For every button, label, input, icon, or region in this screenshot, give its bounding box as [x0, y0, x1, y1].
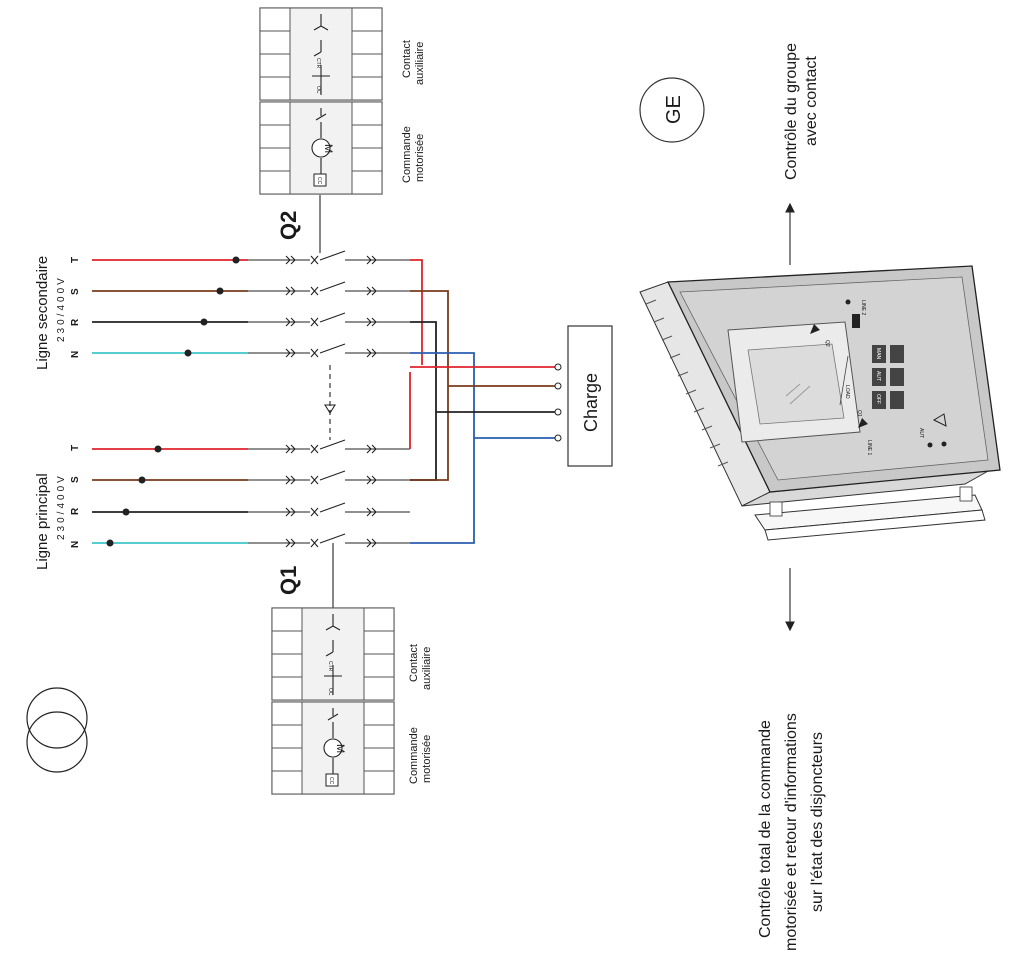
controle-groupe-text: Contrôle du groupe avec contact [783, 43, 820, 180]
svg-text:AUT: AUT [918, 428, 924, 438]
svg-text:CC: CC [316, 177, 322, 185]
svg-text:M: M [322, 144, 334, 153]
phase-r-q1: R [70, 507, 81, 515]
svg-text:MAN: MAN [875, 348, 881, 360]
ligne-principal-voltage: 230/400V [56, 473, 67, 540]
svg-text:Contrôle du groupe: Contrôle du groupe [783, 43, 800, 180]
svg-text:motorisée et retour d'informat: motorisée et retour d'informations [783, 713, 800, 951]
lines-secondaire [92, 256, 248, 357]
svg-text:Contrôle total de la commande: Contrôle total de la commande [757, 720, 774, 938]
q1-modules: CTR OC M CC [271, 607, 395, 795]
load-busbars [409, 259, 556, 544]
q1-module-labels: Contact auxiliaire Commande motorisée [408, 644, 433, 784]
phase-n-q2: N [70, 351, 81, 358]
svg-text:sur l'état des disjoncteurs: sur l'état des disjoncteurs [809, 732, 826, 912]
svg-text:CTR: CTR [327, 661, 333, 672]
svg-text:Contact: Contact [401, 40, 413, 78]
phase-n-q1: N [70, 541, 81, 548]
svg-text:LINE 1: LINE 1 [866, 440, 872, 456]
phase-s-q2: S [70, 288, 81, 295]
charge-label: Charge [581, 373, 601, 432]
phase-r-q2: R [70, 318, 81, 326]
svg-text:CC: CC [328, 777, 334, 785]
control-arrows [785, 202, 795, 632]
transformer-symbol [26, 687, 88, 773]
svg-text:motorisée: motorisée [414, 134, 426, 182]
svg-text:Commande: Commande [401, 126, 413, 183]
svg-text:OFF: OFF [875, 394, 881, 404]
svg-text:AUT: AUT [875, 371, 881, 381]
svg-text:Q2: Q2 [824, 340, 830, 347]
svg-text:Q1: Q1 [856, 410, 862, 417]
phase-letters: N R S T N R S T [70, 257, 81, 548]
svg-text:auxiliaire: auxiliaire [421, 647, 433, 690]
ligne-secondaire-label: Ligne secondaire [34, 256, 51, 370]
q2-modules: CTR OC M CC [259, 7, 383, 195]
ge-circle [639, 77, 705, 143]
ge-label: GE [663, 95, 685, 124]
svg-text:Contact: Contact [408, 644, 420, 682]
svg-text:OC: OC [315, 86, 321, 94]
svg-text:motorisée: motorisée [421, 735, 433, 783]
q1-label: Q1 [276, 566, 301, 595]
phase-t-q1: T [70, 445, 81, 451]
svg-text:M: M [334, 744, 346, 753]
svg-text:Commande: Commande [408, 727, 420, 784]
controle-total-text: Contrôle total de la commande motorisée … [757, 713, 826, 951]
breaker-contacts [248, 195, 410, 608]
svg-text:LOAD: LOAD [844, 385, 850, 399]
ligne-secondaire-voltage: 230/400V [56, 275, 67, 342]
ligne-principal-label: Ligne principal [34, 473, 51, 570]
phase-s-q1: S [70, 476, 81, 483]
svg-text:OC: OC [327, 688, 333, 696]
svg-text:avec contact: avec contact [803, 56, 820, 146]
transfer-controller-device: MAN AUT OFF LINE 2 LINE 1 LOAD Q2 Q1 AUT [639, 265, 1001, 541]
lines-principal [92, 445, 248, 547]
phase-t-q2: T [70, 257, 81, 263]
svg-text:LINE 2: LINE 2 [860, 300, 866, 316]
charge-box [567, 325, 613, 467]
q2-label: Q2 [276, 211, 301, 240]
charge-terminals [554, 363, 562, 442]
svg-text:auxiliaire: auxiliaire [414, 42, 426, 85]
q2-module-labels: Contact auxiliaire Commande motorisée [401, 40, 426, 183]
svg-text:CTR: CTR [315, 58, 321, 69]
